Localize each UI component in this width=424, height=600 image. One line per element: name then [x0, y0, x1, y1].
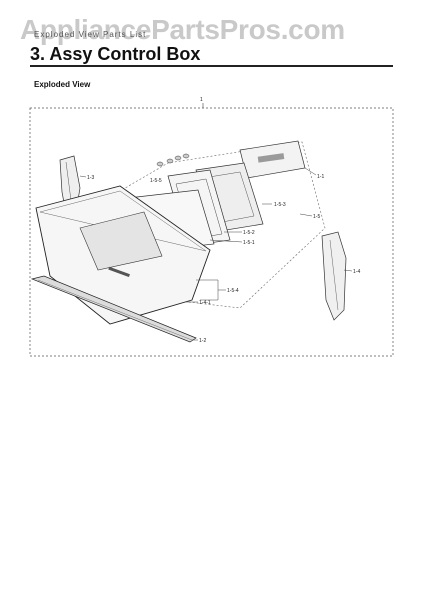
callout-1-5-2: 1-5-2: [243, 230, 255, 236]
callout-1-5-1: 1-5-1: [243, 240, 255, 246]
leader-line: [299, 213, 313, 217]
leader-line: [209, 239, 243, 243]
callout-1-4: 1-4: [353, 269, 360, 275]
leader-line: [304, 167, 317, 176]
callout-1-2: 1-2: [199, 338, 206, 344]
callout-1-1: 1-1: [317, 174, 324, 180]
leader-line: [343, 269, 353, 272]
watermark-logo: AppliancePartsPros.com: [20, 14, 345, 45]
part-1-4-end-cap: [321, 231, 347, 321]
page-title: 3. Assy Control Box: [30, 44, 201, 64]
callout-1-3: 1-3: [87, 175, 94, 181]
callout-1-5: 1-5: [313, 214, 320, 220]
callout-1-4-1: 1-4-1: [199, 300, 211, 306]
part-1-2-trim: [30, 275, 197, 343]
section-tag: Exploded View Parts List: [34, 30, 147, 39]
callout-1: 1: [200, 97, 203, 103]
leader-bracket: [196, 279, 219, 301]
title-divider: [30, 65, 393, 67]
part-1-1-overlay: [239, 140, 306, 179]
subassembly-outline: [59, 141, 326, 309]
assembly-boundary: [29, 107, 394, 357]
part-1-5-5-screws: [156, 153, 190, 167]
subheading-exploded-view: Exploded View: [34, 80, 91, 89]
callout-1-5-5: 1-5-5: [150, 178, 162, 184]
callout-1-5-4: 1-5-4: [227, 288, 239, 294]
leader-line: [79, 175, 87, 178]
part-1-5-4-control-panel: [35, 185, 211, 325]
callout-1-5-3: 1-5-3: [274, 202, 286, 208]
